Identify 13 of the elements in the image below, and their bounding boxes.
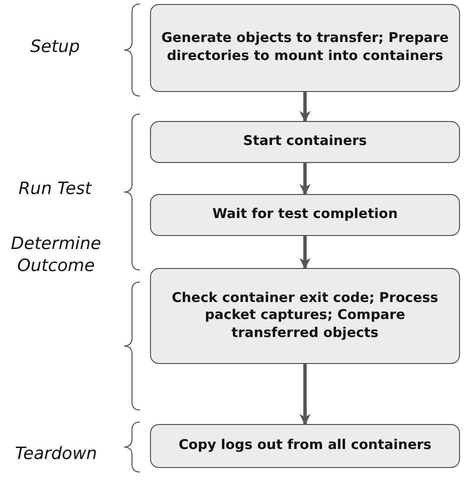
process-box: Wait for test completion (150, 194, 460, 236)
arrow (299, 364, 311, 426)
phase-label: Run Test (17, 178, 93, 200)
phase-label: Setup (29, 36, 81, 58)
arrow (299, 236, 311, 270)
arrow (299, 92, 311, 122)
arrow (299, 163, 311, 196)
process-box: Generate objects to transfer; Prepare directories to mount into containers (150, 4, 460, 92)
phase-label: Determine Outcome (10, 233, 102, 278)
process-box: Start containers (150, 121, 460, 163)
process-box: Check container exit code; Process packet captures; Compare transferred objects (150, 268, 460, 364)
process-box: Copy logs out from all containers (150, 424, 460, 468)
phase-label: Teardown (14, 443, 98, 466)
